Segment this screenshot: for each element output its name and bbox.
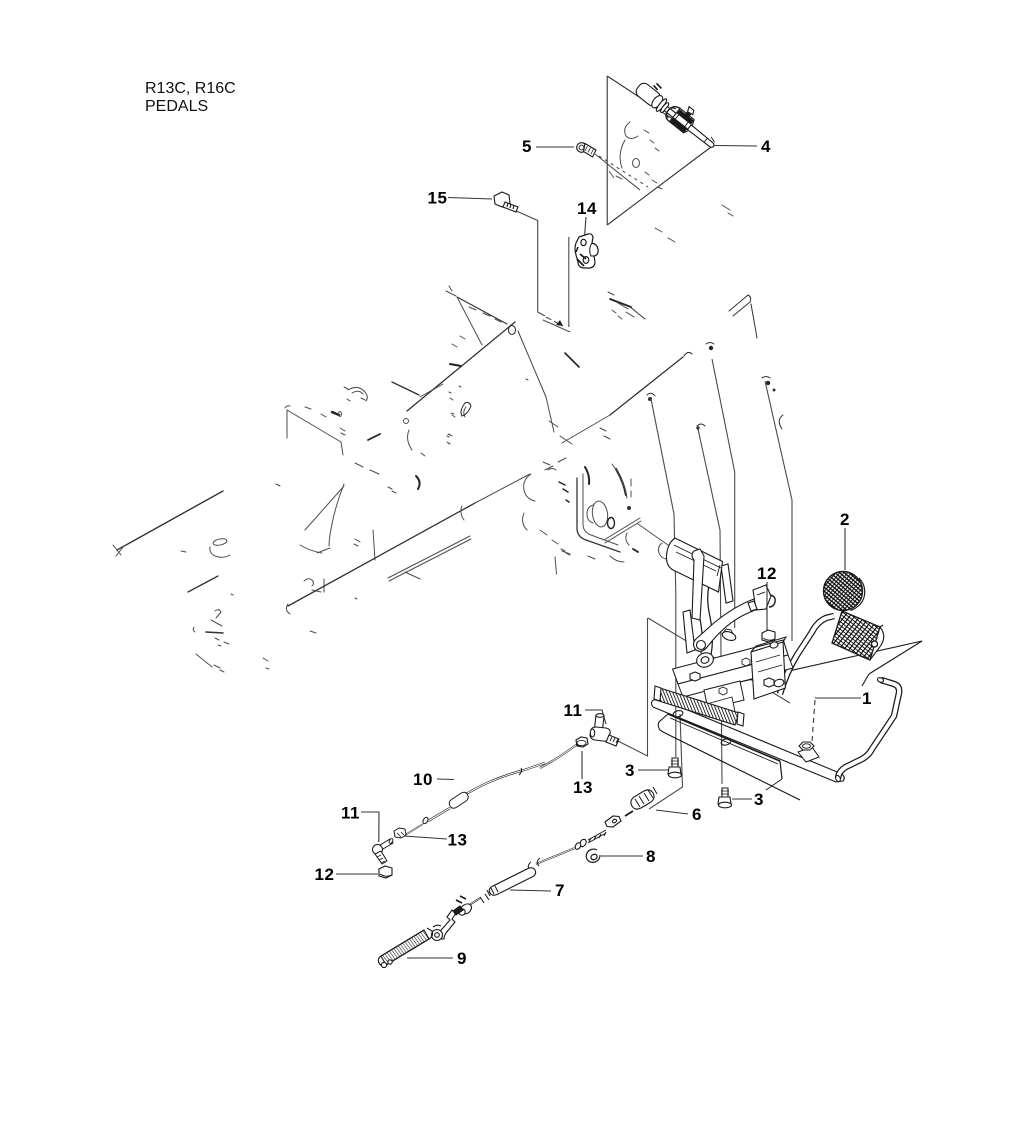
svg-text:8: 8 — [646, 847, 656, 866]
svg-text:13: 13 — [573, 778, 593, 797]
svg-text:1: 1 — [862, 689, 872, 708]
svg-text:R13C, R16C: R13C, R16C — [145, 80, 236, 97]
svg-text:11: 11 — [564, 701, 583, 720]
svg-text:14: 14 — [577, 199, 597, 218]
svg-text:2: 2 — [840, 510, 850, 529]
svg-text:5: 5 — [522, 137, 532, 156]
svg-text:13: 13 — [448, 831, 468, 850]
svg-text:15: 15 — [428, 189, 448, 208]
svg-text:7: 7 — [555, 881, 565, 900]
svg-text:3: 3 — [754, 790, 764, 809]
svg-text:3: 3 — [625, 761, 635, 780]
svg-text:12: 12 — [757, 564, 777, 583]
svg-text:4: 4 — [761, 137, 771, 156]
svg-text:6: 6 — [692, 805, 702, 824]
svg-text:10: 10 — [413, 770, 433, 789]
svg-text:PEDALS: PEDALS — [145, 98, 208, 115]
svg-text:9: 9 — [457, 949, 467, 968]
svg-text:11: 11 — [341, 804, 360, 823]
svg-text:12: 12 — [315, 865, 335, 884]
